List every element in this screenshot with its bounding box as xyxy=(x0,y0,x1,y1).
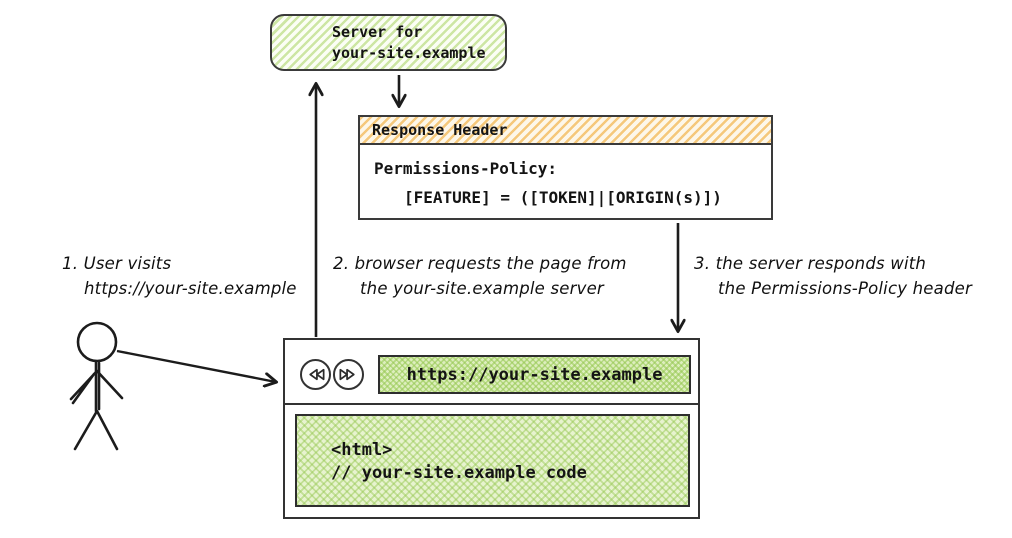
response-header-body: Permissions-Policy: [FEATURE] = ([TOKEN]… xyxy=(360,145,771,212)
browser-window: https://your-site.example <html> // your… xyxy=(283,338,700,519)
rewind-icon xyxy=(309,368,325,381)
feature-token-line: [FEATURE] = ([TOKEN]|[ORIGIN(s)]) xyxy=(404,188,722,207)
toolbar-divider xyxy=(285,403,698,405)
annotation-step1-line2: https://your-site.example xyxy=(84,279,297,298)
annotation-step1: 1. User visits https://your-site.example xyxy=(62,251,297,301)
fast-forward-icon xyxy=(339,368,355,381)
user-legs xyxy=(73,409,119,451)
forward-button xyxy=(333,359,364,390)
url-text: https://your-site.example xyxy=(406,364,663,385)
server-box: Server for your-site.example xyxy=(270,14,507,71)
annotation-step3: 3. the server responds with the Permissi… xyxy=(694,251,972,301)
annotation-step3-line2: the Permissions-Policy header xyxy=(718,279,972,298)
page-content: <html> // your-site.example code xyxy=(295,414,690,507)
user-head xyxy=(76,321,118,363)
response-header-title: Response Header xyxy=(360,117,771,145)
annotation-step2-line2: the your-site.example server xyxy=(360,279,604,298)
arrow-user-to-browser xyxy=(116,349,276,382)
response-header-box: Response Header Permissions-Policy: [FEA… xyxy=(358,115,773,220)
server-label-line1: Server for xyxy=(332,23,423,41)
user-figure xyxy=(69,321,124,451)
content-line2: // your-site.example code xyxy=(331,463,587,483)
permissions-policy-line: Permissions-Policy: xyxy=(374,159,558,178)
annotation-step2-line1: 2. browser requests the page from xyxy=(333,254,627,273)
annotation-step2: 2. browser requests the page from the yo… xyxy=(333,251,627,301)
user-body xyxy=(94,359,101,413)
user-arms xyxy=(69,369,124,405)
server-label-line2: your-site.example xyxy=(332,44,486,62)
back-button xyxy=(300,359,331,390)
content-line1: <html> xyxy=(331,440,393,460)
annotation-step3-line1: 3. the server responds with xyxy=(694,254,927,273)
annotation-step1-line1: 1. User visits xyxy=(62,254,172,273)
url-bar: https://your-site.example xyxy=(378,355,691,394)
